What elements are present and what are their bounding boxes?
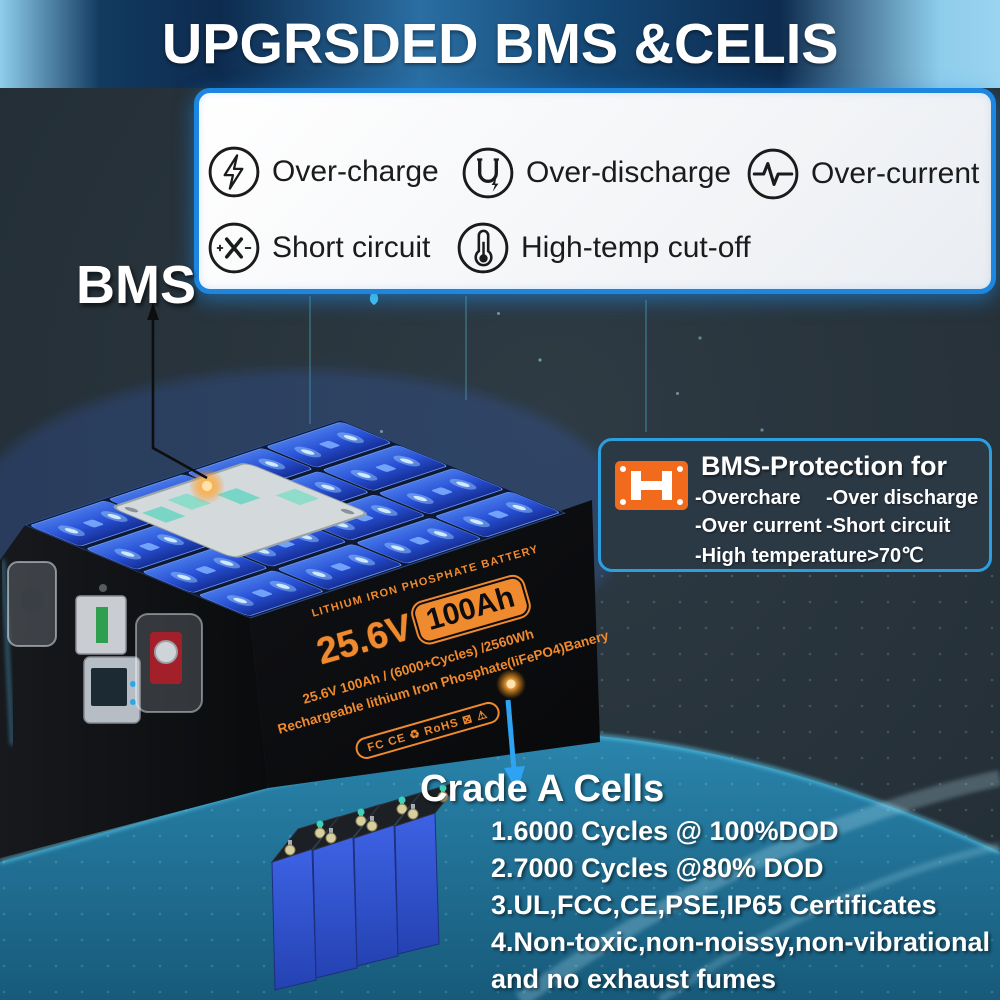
page-title: UPGRSDED BMS &CELIS (161, 12, 839, 76)
bms-protection-box: BMS-Protection for -Overchare -Over disc… (598, 438, 992, 572)
bms-callout-label: BMS (76, 255, 196, 315)
protection-item-high-temp: High-temp cut-off (456, 220, 751, 276)
battery-photo (0, 370, 630, 858)
lcd-meter (83, 656, 141, 724)
terminal-cover (7, 561, 57, 647)
cells-feature-list: 1.6000 Cycles @ 100%DOD 2.7000 Cycles @8… (491, 813, 999, 998)
red-terminal-cover (135, 613, 203, 713)
bms-box-cell: -High temperature>70℃ (695, 545, 924, 567)
bms-box-title: BMS-Protection for (701, 451, 947, 481)
overcurrent-pulse-icon (747, 148, 799, 200)
protection-item-overcurrent: Over-current (746, 146, 979, 202)
cells-feature: 3.UL,FCC,CE,PSE,IP65 Certificates (491, 890, 937, 920)
bms-box-row: -Overchare -Over discharge (695, 487, 978, 510)
cells-arrow (504, 699, 525, 792)
bms-chip-icon (615, 461, 688, 510)
protection-label: Short circuit (272, 231, 431, 264)
overdischarge-icon (462, 147, 514, 199)
sparkle-dot (380, 430, 383, 433)
cells-section-title: Crade A Cells (420, 768, 665, 810)
protection-label: Over-current (811, 157, 980, 190)
bms-arrow (147, 303, 208, 480)
protection-label: Over-charge (272, 155, 439, 188)
bms-board (113, 463, 367, 558)
sparkle-dot (497, 312, 500, 315)
protection-item-short-circuit: Short circuit (207, 220, 430, 276)
protection-item-overcharge: Over-charge (207, 144, 439, 200)
bms-box-cell: -Short circuit (826, 515, 951, 537)
cells-feature: 4.Non-toxic,non-noissy,non-vibrational a… (491, 927, 991, 994)
sparkle-dot (676, 392, 679, 395)
bms-box-row: -Over current -Short circuit (695, 515, 950, 538)
cells-feature: 2.7000 Cycles @80% DOD (491, 853, 824, 883)
circuit-breaker (75, 584, 127, 655)
high-temp-icon (457, 222, 509, 274)
protection-item-overdischarge: Over-discharge (461, 145, 731, 201)
protection-panel: Over-charge Over-discharge Over-current (194, 88, 996, 294)
overcharge-bolt-icon (208, 146, 260, 198)
short-circuit-icon (208, 222, 260, 274)
header-banner: UPGRSDED BMS &CELIS (0, 0, 1000, 88)
cells-feature: 1.6000 Cycles @ 100%DOD (491, 816, 839, 846)
protection-label: Over-discharge (526, 156, 732, 189)
bms-box-cell: -Overchare (695, 487, 801, 509)
protection-label: High-temp cut-off (521, 231, 751, 264)
bms-box-cell: -Over current (695, 515, 822, 537)
bms-box-cell: -Over discharge (826, 487, 979, 509)
bms-box-row: -High temperature>70℃ (695, 543, 924, 568)
